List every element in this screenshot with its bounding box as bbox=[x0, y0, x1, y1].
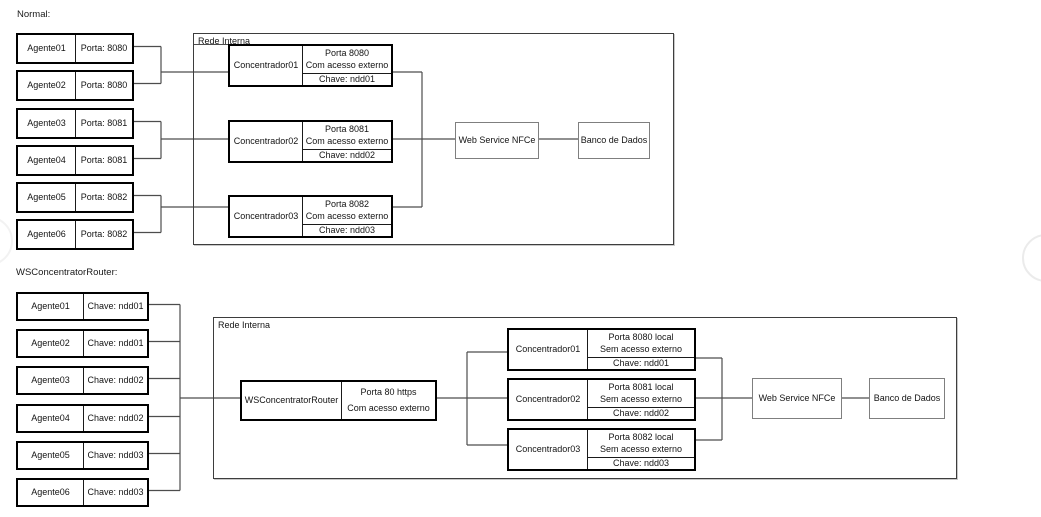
concentrator-port: Porta 8080 local bbox=[608, 332, 674, 342]
router-name: WSConcentratorRouter bbox=[242, 382, 342, 419]
agent-name: Agente06 bbox=[18, 221, 76, 248]
agent-box: Agente01 Chave: ndd01 bbox=[16, 292, 149, 321]
agent-box: Agente06 Porta: 8082 bbox=[16, 219, 134, 250]
agent-box: Agente04 Chave: ndd02 bbox=[16, 404, 149, 433]
agent-name: Agente01 bbox=[18, 35, 76, 62]
concentrator-box: Concentrador02 Porta 8081 local Sem aces… bbox=[507, 378, 696, 421]
concentrator-name: Concentrador01 bbox=[230, 46, 303, 85]
concentrator-name: Concentrador02 bbox=[230, 122, 303, 161]
agent-box: Agente02 Porta: 8080 bbox=[16, 70, 134, 101]
concentrator-key: Chave: ndd02 bbox=[303, 149, 391, 161]
webservice-box: Web Service NFCe bbox=[455, 122, 539, 159]
concentrator-port: Porta 8080 bbox=[324, 48, 370, 58]
agent-box: Agente03 Chave: ndd02 bbox=[16, 366, 149, 395]
agent-detail: Porta: 8080 bbox=[80, 43, 128, 53]
concentrator-access: Sem acesso externo bbox=[599, 394, 683, 404]
agent-detail: Porta: 8082 bbox=[80, 192, 128, 202]
concentrator-key: Chave: ndd01 bbox=[303, 73, 391, 85]
concentrator-port: Porta 8081 local bbox=[608, 382, 674, 392]
webservice-box: Web Service NFCe bbox=[752, 378, 842, 419]
agent-name: Agente05 bbox=[18, 443, 84, 468]
agent-name: Agente03 bbox=[18, 110, 76, 137]
concentrator-name: Concentrador02 bbox=[509, 380, 588, 419]
agent-box: Agente03 Porta: 8081 bbox=[16, 108, 134, 139]
concentrator-box: Concentrador01 Porta 8080 Com acesso ext… bbox=[228, 44, 393, 87]
connector-lines bbox=[130, 44, 870, 492]
section-title-normal: Normal: bbox=[17, 9, 51, 20]
concentrator-key: Chave: ndd03 bbox=[303, 224, 391, 236]
agent-box: Agente05 Porta: 8082 bbox=[16, 182, 134, 213]
agent-detail: Chave: ndd01 bbox=[87, 301, 144, 311]
edge-artifact-circles bbox=[0, 219, 1041, 282]
concentrator-name: Concentrador03 bbox=[509, 430, 588, 469]
agent-name: Agente04 bbox=[18, 147, 76, 174]
concentrator-box: Concentrador02 Porta 8081 Com acesso ext… bbox=[228, 120, 393, 163]
router-access: Com acesso externo bbox=[347, 402, 430, 413]
agent-detail: Porta: 8080 bbox=[80, 80, 128, 90]
agent-box: Agente06 Chave: ndd03 bbox=[16, 478, 149, 507]
agent-detail: Chave: ndd02 bbox=[87, 375, 144, 385]
agent-detail: Chave: ndd03 bbox=[87, 487, 144, 497]
agent-box: Agente05 Chave: ndd03 bbox=[16, 441, 149, 470]
concentrator-port: Porta 8082 bbox=[324, 199, 370, 209]
concentrator-box: Concentrador03 Porta 8082 local Sem aces… bbox=[507, 428, 696, 471]
concentrator-box: Concentrador03 Porta 8082 Com acesso ext… bbox=[228, 195, 393, 238]
agent-box: Agente04 Porta: 8081 bbox=[16, 145, 134, 176]
router-port: Porta 80 https bbox=[360, 387, 417, 398]
concentrator-name: Concentrador01 bbox=[509, 330, 588, 369]
concentrator-access: Com acesso externo bbox=[305, 211, 389, 221]
concentrator-box: Concentrador01 Porta 8080 local Sem aces… bbox=[507, 328, 696, 371]
database-box: Banco de Dados bbox=[578, 122, 650, 159]
database-box: Banco de Dados bbox=[869, 378, 945, 419]
concentrator-key: Chave: ndd02 bbox=[588, 407, 694, 419]
agent-name: Agente06 bbox=[18, 480, 84, 505]
concentrator-access: Sem acesso externo bbox=[599, 444, 683, 454]
section-title-router: WSConcentratorRouter: bbox=[16, 267, 118, 278]
agent-name: Agente02 bbox=[18, 331, 84, 356]
agent-name: Agente02 bbox=[18, 72, 76, 99]
agent-name: Agente01 bbox=[18, 294, 84, 319]
agent-detail: Porta: 8081 bbox=[80, 155, 128, 165]
network-group-label: Rede Interna bbox=[198, 36, 251, 46]
concentrator-key: Chave: ndd03 bbox=[588, 457, 694, 469]
concentrator-key: Chave: ndd01 bbox=[588, 357, 694, 369]
network-group: Rede Interna bbox=[193, 33, 674, 245]
router-box: WSConcentratorRouter Porta 80 https Com … bbox=[240, 380, 437, 421]
agent-detail: Chave: ndd01 bbox=[87, 338, 144, 348]
agent-detail: Chave: ndd03 bbox=[87, 450, 144, 460]
agent-name: Agente03 bbox=[18, 368, 84, 393]
agent-detail: Porta: 8081 bbox=[80, 118, 128, 128]
agent-box: Agente02 Chave: ndd01 bbox=[16, 329, 149, 358]
agent-name: Agente05 bbox=[18, 184, 76, 211]
concentrator-access: Sem acesso externo bbox=[599, 344, 683, 354]
concentrator-access: Com acesso externo bbox=[305, 60, 389, 70]
agent-detail: Chave: ndd02 bbox=[87, 413, 144, 423]
concentrator-port: Porta 8082 local bbox=[608, 432, 674, 442]
network-group-label: Rede Interna bbox=[218, 320, 271, 330]
agent-box: Agente01 Porta: 8080 bbox=[16, 33, 134, 64]
concentrator-port: Porta 8081 bbox=[324, 124, 370, 134]
agent-name: Agente04 bbox=[18, 406, 84, 431]
agent-detail: Porta: 8082 bbox=[80, 229, 128, 239]
concentrator-access: Com acesso externo bbox=[305, 136, 389, 146]
network-group: Rede Interna bbox=[213, 317, 957, 479]
concentrator-name: Concentrador03 bbox=[230, 197, 303, 236]
